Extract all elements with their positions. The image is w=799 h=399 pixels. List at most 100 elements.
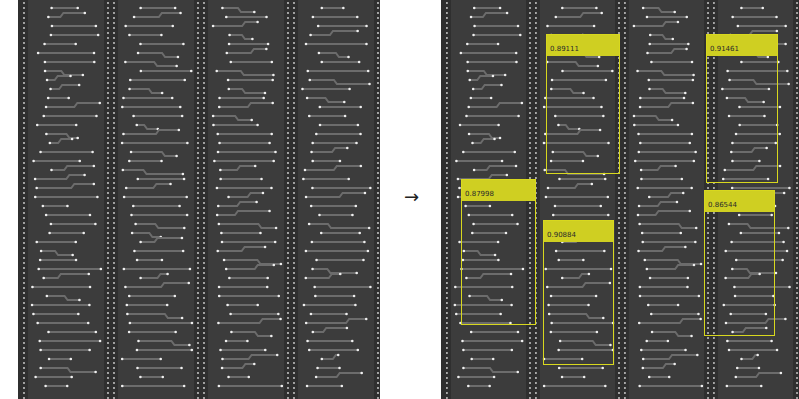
pcb-via xyxy=(197,17,199,19)
pcb-via xyxy=(287,2,289,4)
pcb-via xyxy=(446,237,448,239)
pcb-via xyxy=(113,97,115,99)
pcb-via xyxy=(707,342,709,344)
pcb-trace xyxy=(220,142,270,144)
pcb-via xyxy=(446,47,448,49)
pcb-trace xyxy=(551,331,597,333)
pcb-pad xyxy=(51,25,54,28)
pcb-pad xyxy=(187,282,190,285)
pcb-pad xyxy=(215,70,218,73)
pcb-pad xyxy=(515,165,518,168)
pcb-via xyxy=(707,87,709,89)
pcb-via xyxy=(113,262,115,264)
pcb-via xyxy=(529,257,531,259)
pcb-pad xyxy=(561,277,564,280)
pcb-via xyxy=(535,347,537,349)
pcb-via xyxy=(107,107,109,109)
pcb-trace xyxy=(639,151,696,153)
pcb-pad xyxy=(684,92,687,95)
pcb-via xyxy=(707,92,709,94)
pcb-pad xyxy=(188,344,191,347)
pcb-via xyxy=(535,172,537,174)
pcb-via xyxy=(197,307,199,309)
pcb-via xyxy=(618,212,620,214)
pcb-pad xyxy=(93,165,96,168)
pcb-via xyxy=(535,147,537,149)
pcb-pad xyxy=(271,61,274,64)
pcb-via xyxy=(203,292,205,294)
pcb-via xyxy=(203,197,205,199)
pcb-via xyxy=(107,32,109,34)
pcb-trace xyxy=(37,184,94,188)
pcb-via xyxy=(287,307,289,309)
pcb-via xyxy=(446,322,448,324)
pcb-via xyxy=(293,127,295,129)
pcb-via xyxy=(287,352,289,354)
pcb-pad xyxy=(279,318,282,321)
pcb-via xyxy=(293,187,295,189)
pcb-via xyxy=(446,262,448,264)
pcb-trace xyxy=(136,224,185,228)
pcb-pad xyxy=(305,250,308,253)
pcb-via xyxy=(197,182,199,184)
pcb-via xyxy=(197,377,199,379)
pcb-pad xyxy=(66,205,69,208)
pcb-trace xyxy=(134,13,180,17)
pcb-pad xyxy=(217,205,220,208)
pcb-pad xyxy=(599,129,602,132)
pcb-via xyxy=(197,87,199,89)
pcb-trace xyxy=(46,214,90,216)
pcb-via xyxy=(707,277,709,279)
pcb-via xyxy=(529,27,531,29)
pcb-trace xyxy=(546,268,611,270)
pcb-via xyxy=(624,17,626,19)
pcb-via xyxy=(624,152,626,154)
pcb-pad xyxy=(636,187,639,190)
pcb-pad xyxy=(31,304,34,307)
pcb-via xyxy=(197,132,199,134)
pcb-via xyxy=(293,242,295,244)
pcb-via xyxy=(293,12,295,14)
pcb-via xyxy=(287,7,289,9)
pcb-trace xyxy=(316,373,362,377)
pcb-via xyxy=(293,357,295,359)
pcb-via xyxy=(707,292,709,294)
pcb-pad xyxy=(555,250,558,253)
pcb-pad xyxy=(472,88,475,91)
pcb-via xyxy=(377,167,379,169)
pcb-pad xyxy=(304,169,307,172)
pcb-via xyxy=(529,62,531,64)
pcb-pad xyxy=(308,79,311,82)
pcb-via xyxy=(113,17,115,19)
pcb-pad xyxy=(229,61,232,64)
pcb-via xyxy=(197,97,199,99)
pcb-pad xyxy=(74,43,77,46)
pcb-via xyxy=(203,167,205,169)
pcb-via xyxy=(529,57,531,59)
pcb-pad xyxy=(256,304,259,307)
pcb-trace xyxy=(219,286,267,288)
pcb-trace xyxy=(640,224,697,228)
pcb-pad xyxy=(132,115,135,118)
pcb-via xyxy=(197,397,199,399)
pcb-via xyxy=(377,182,379,184)
pcb-via xyxy=(377,392,379,394)
pcb-trace xyxy=(217,211,269,215)
pcb-via xyxy=(23,282,25,284)
pcb-pad xyxy=(93,183,96,186)
pcb-pad xyxy=(75,259,78,262)
pcb-pad xyxy=(557,259,560,262)
pcb-trace xyxy=(320,124,358,126)
pcb-via xyxy=(535,327,537,329)
pcb-via xyxy=(624,297,626,299)
pcb-via xyxy=(446,57,448,59)
pcb-trace xyxy=(312,187,370,189)
pcb-via xyxy=(23,237,25,239)
pcb-pad xyxy=(468,295,471,298)
pcb-strip xyxy=(28,0,104,399)
pcb-via xyxy=(107,147,109,149)
pcb-pad xyxy=(633,25,636,28)
pcb-via xyxy=(618,232,620,234)
pcb-via xyxy=(197,262,199,264)
